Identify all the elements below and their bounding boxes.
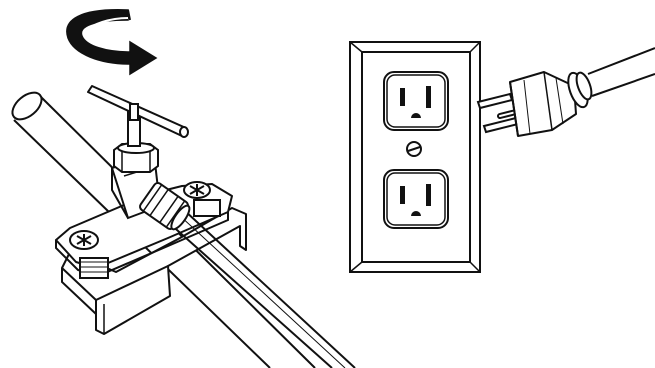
curved-rotation-arrow-icon [66, 9, 158, 76]
receptacle-bottom [383, 169, 449, 229]
outlet-icon [400, 88, 405, 106]
tubing [167, 209, 356, 368]
receptacle-top [383, 71, 449, 131]
saddle-valve [110, 142, 191, 231]
screw-icon [69, 230, 99, 250]
wall-outlet [349, 41, 481, 273]
screw-icon [406, 141, 422, 157]
right-panel [349, 41, 655, 273]
t-handle [87, 85, 189, 147]
power-plug [476, 71, 593, 137]
left-panel [9, 9, 356, 368]
power-cord [587, 47, 655, 97]
screw-icon [183, 181, 211, 199]
